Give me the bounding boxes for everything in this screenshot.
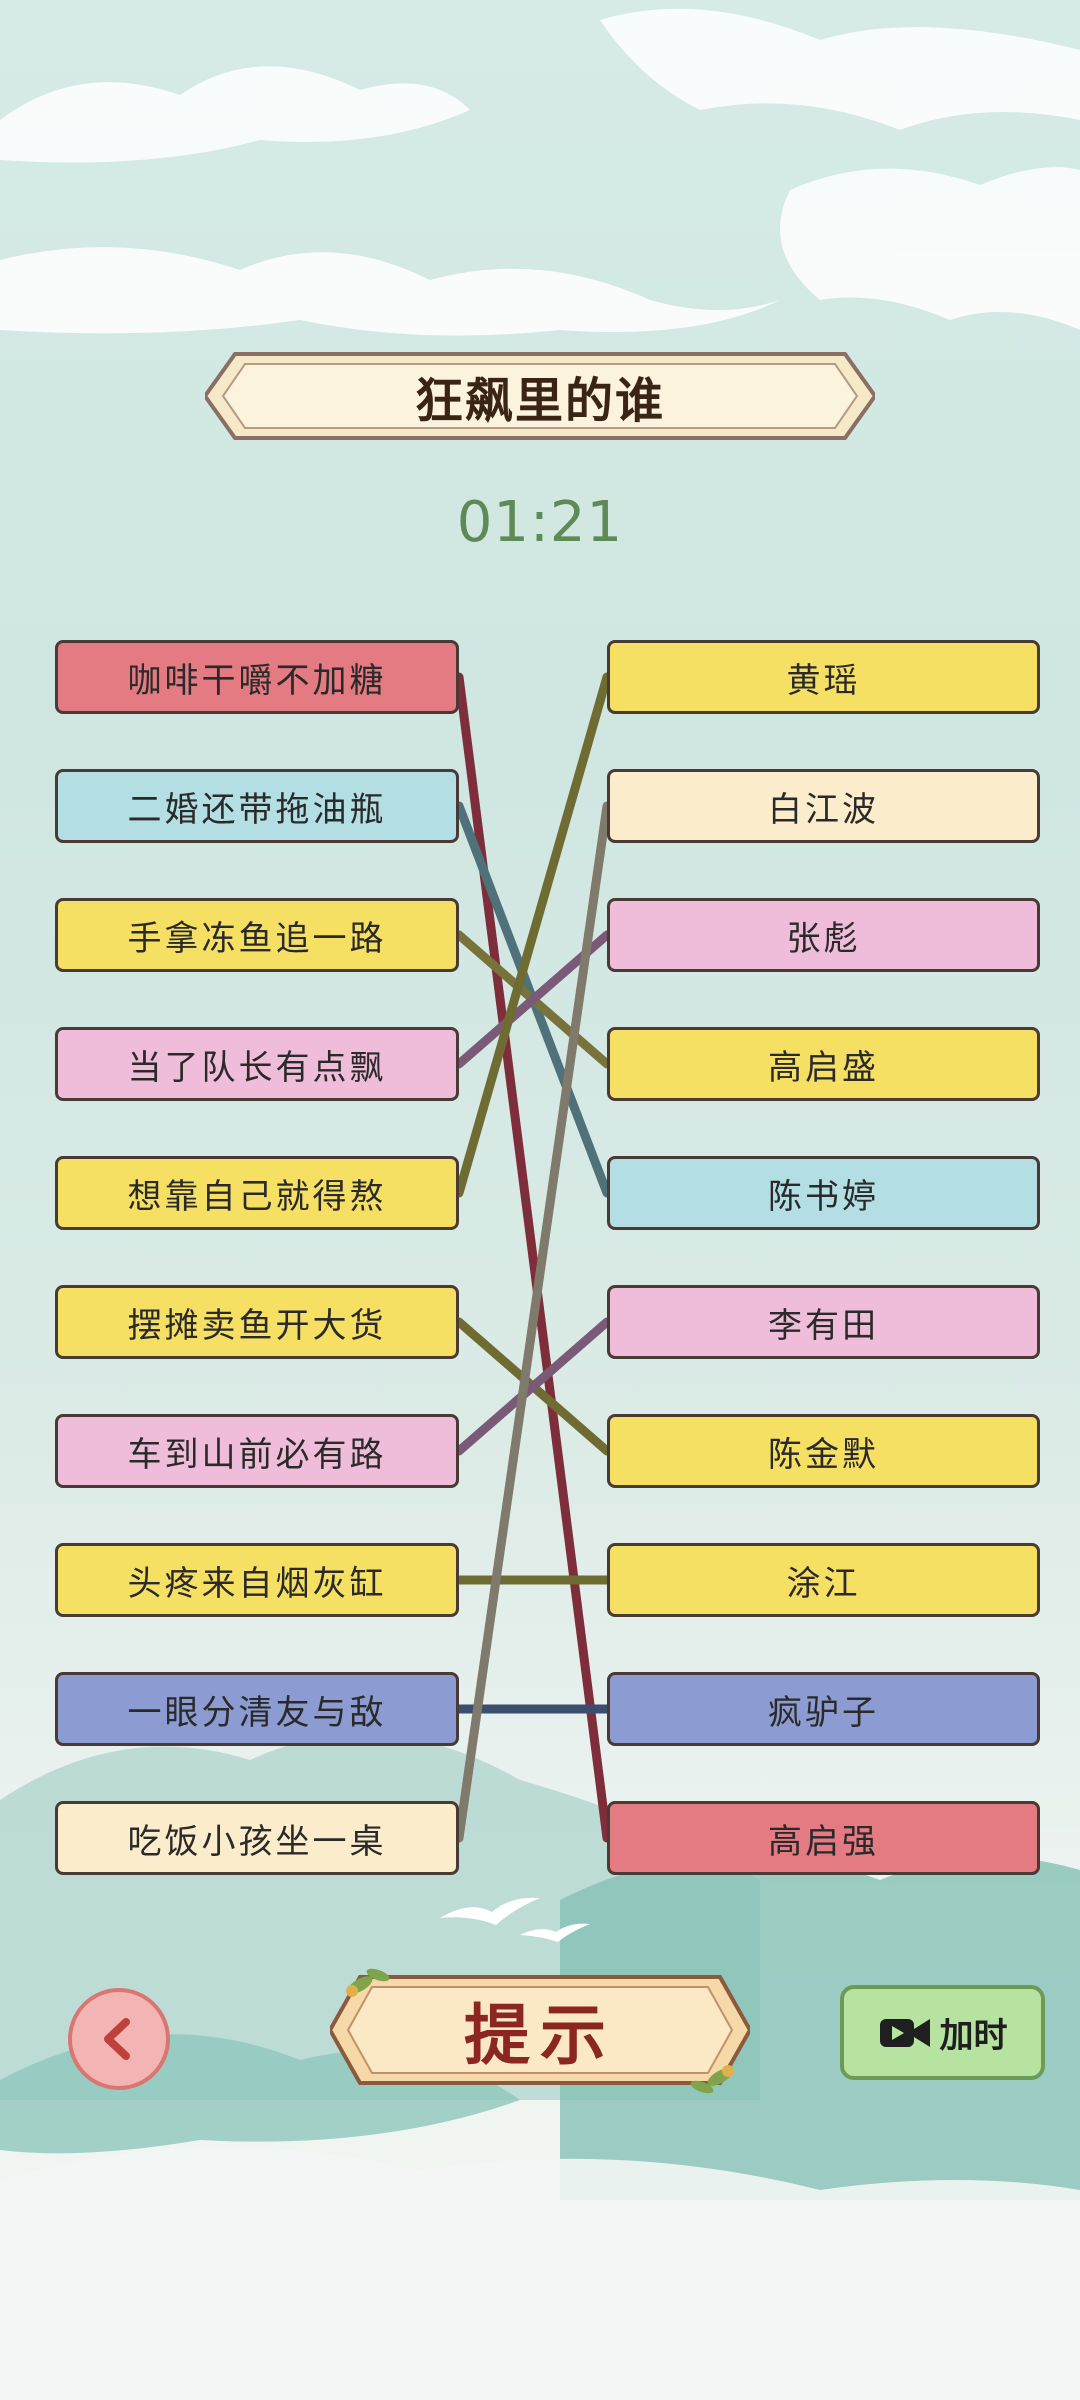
- right-name-card[interactable]: 陈金默: [607, 1414, 1040, 1488]
- left-clue-card[interactable]: 二婚还带拖油瓶: [55, 769, 459, 843]
- back-button[interactable]: [68, 1988, 170, 2090]
- right-name-card[interactable]: 高启盛: [607, 1027, 1040, 1101]
- hint-button-frame[interactable]: [330, 1965, 750, 2095]
- countdown-timer: 01:21: [456, 490, 624, 555]
- right-name-card[interactable]: 陈书婷: [607, 1156, 1040, 1230]
- title-banner: [205, 352, 875, 440]
- right-name-card[interactable]: 白江波: [607, 769, 1040, 843]
- hint-button[interactable]: 提示: [464, 1996, 616, 2074]
- add-time-label: 加时: [939, 2016, 1008, 2056]
- right-name-card[interactable]: 张彪: [607, 898, 1040, 972]
- level-title: 狂飙里的谁: [414, 373, 665, 429]
- back-arrow-icon: [104, 2018, 130, 2060]
- right-name-card[interactable]: 黄瑶: [607, 640, 1040, 714]
- left-clue-card[interactable]: 手拿冻鱼追一路: [55, 898, 459, 972]
- right-name-card[interactable]: 涂江: [607, 1543, 1040, 1617]
- right-name-card[interactable]: 李有田: [607, 1285, 1040, 1359]
- left-clue-card[interactable]: 车到山前必有路: [55, 1414, 459, 1488]
- left-clue-card[interactable]: 想靠自己就得熬: [55, 1156, 459, 1230]
- add-time-button[interactable]: 加时: [840, 1985, 1045, 2080]
- left-clue-card[interactable]: 吃饭小孩坐一桌: [55, 1801, 459, 1875]
- video-camera-icon: [879, 2018, 930, 2047]
- left-clue-card[interactable]: 一眼分清友与敌: [55, 1672, 459, 1746]
- left-clue-card[interactable]: 头疼来自烟灰缸: [55, 1543, 459, 1617]
- left-clue-card[interactable]: 咖啡干嚼不加糖: [55, 640, 459, 714]
- right-name-card[interactable]: 高启强: [607, 1801, 1040, 1875]
- right-name-card[interactable]: 疯驴子: [607, 1672, 1040, 1746]
- bird-decoration: [440, 1897, 590, 1942]
- cloud-decoration: [0, 8, 1080, 336]
- left-clue-card[interactable]: 摆摊卖鱼开大货: [55, 1285, 459, 1359]
- left-clue-card[interactable]: 当了队长有点飘: [55, 1027, 459, 1101]
